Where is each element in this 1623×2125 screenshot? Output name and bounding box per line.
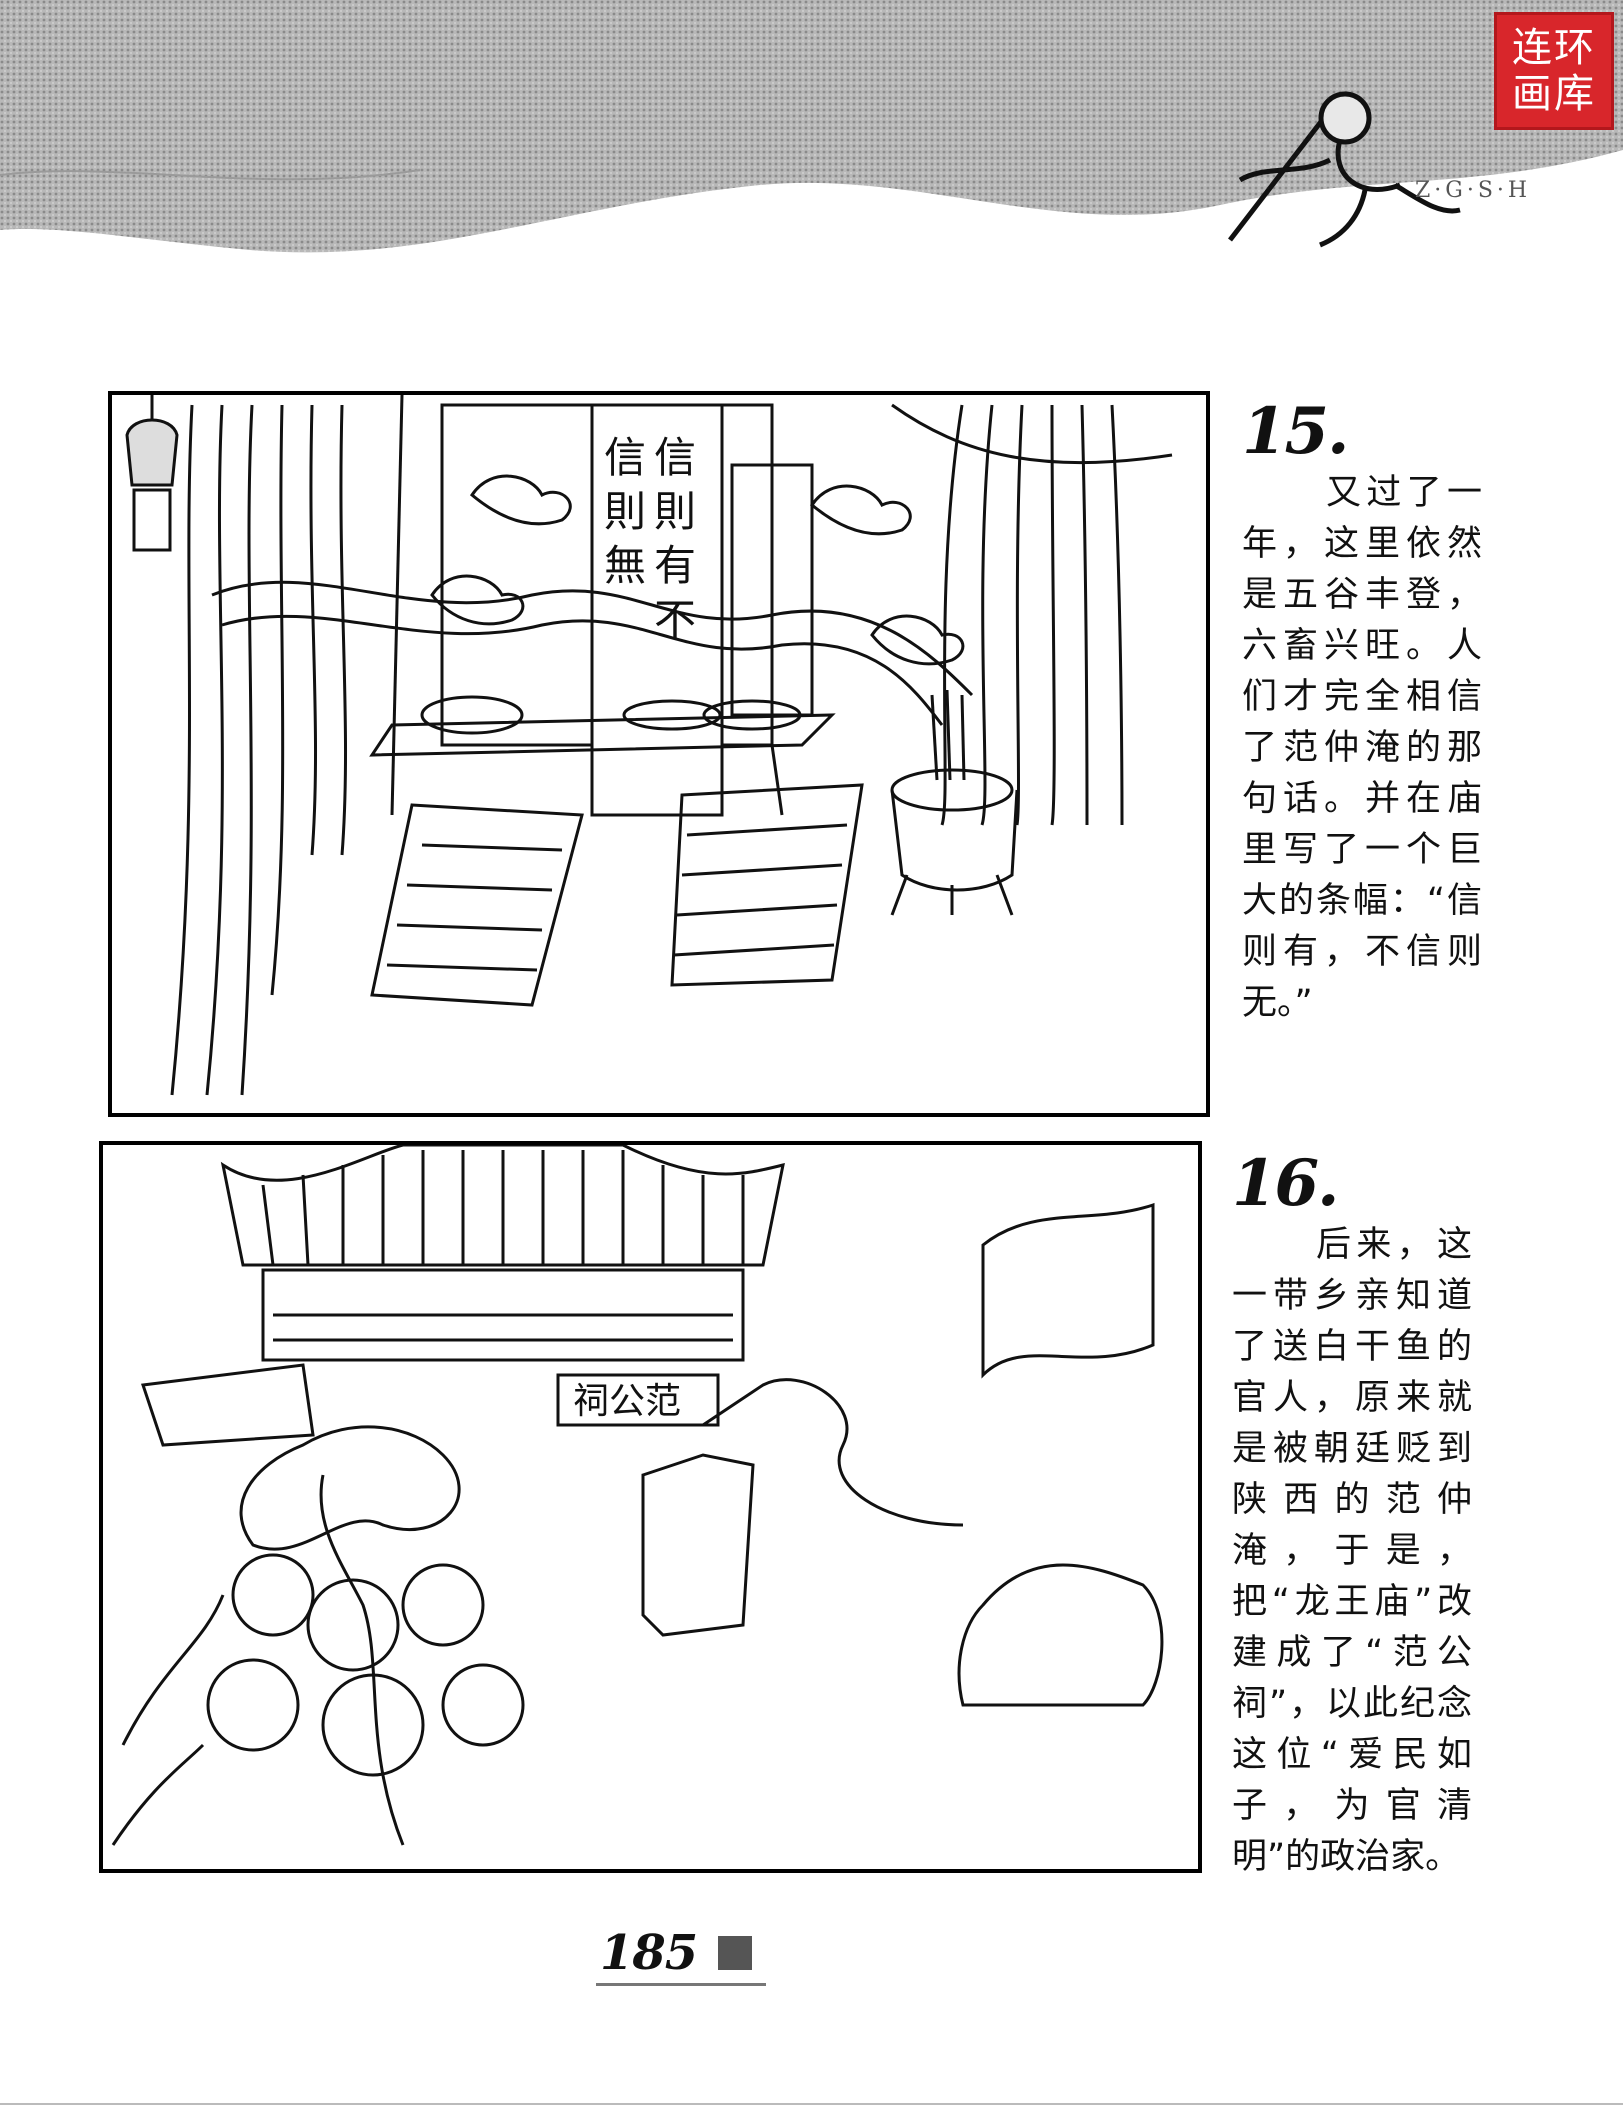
bottom-divider	[0, 2103, 1623, 2105]
cloud-motifs	[430, 474, 965, 666]
banner-left-column: 信則無	[598, 435, 647, 597]
hanging-lantern	[125, 395, 179, 552]
stamp-line-1: 连环	[1512, 25, 1596, 71]
caption-15-text: 又过了一年，这里依然是五谷丰登，六畜兴旺。人们才完全相信了范仲淹的那句话。并在庙…	[1242, 473, 1482, 1023]
panel-number-15: 15.	[1242, 394, 1349, 469]
series-code: Z·G·S·H	[1415, 178, 1532, 203]
caption-16-text: 后来，这一带乡亲知道了送白干鱼的官人，原来就是被朝廷贬到陕西的范仲淹，于是，把“…	[1232, 1225, 1472, 1877]
banner-right-column: 信則有不	[648, 435, 697, 651]
shrine-plaque	[556, 1373, 720, 1427]
panel-16-illustration: 祠公范	[99, 1141, 1202, 1873]
offering-table	[369, 395, 836, 816]
caption-15: 15. 又过了一年，这里依然是五谷丰登，六畜兴旺。人们才完全相信了范仲淹的那句话…	[1242, 400, 1482, 1029]
shrine-plaque-text: 祠公范	[573, 1381, 681, 1422]
header-band	[0, 0, 1623, 253]
page-number-underline	[596, 1983, 766, 1986]
monkey-king-figure	[1228, 91, 1461, 248]
panel-number-16: 16.	[1232, 1146, 1339, 1221]
page-number-square-icon	[718, 1936, 752, 1970]
series-stamp: 连环 画库	[1494, 12, 1614, 130]
old-tree	[111, 1425, 525, 1846]
prayer-mats	[370, 783, 864, 1007]
page-number: 185	[600, 1925, 698, 1981]
caption-16: 16. 后来，这一带乡亲知道了送白干鱼的官人，原来就是被朝廷贬到陕西的范仲淹，于…	[1232, 1152, 1472, 1883]
incense-burner	[890, 689, 1019, 916]
right-curtain	[891, 403, 1173, 826]
shrine-roof	[220, 1145, 785, 1362]
left-curtain	[170, 404, 348, 1096]
stamp-line-2: 画库	[1512, 71, 1596, 117]
panel-15-illustration: 信則有不 信則無	[108, 391, 1210, 1117]
right-hills	[957, 1202, 1164, 1707]
